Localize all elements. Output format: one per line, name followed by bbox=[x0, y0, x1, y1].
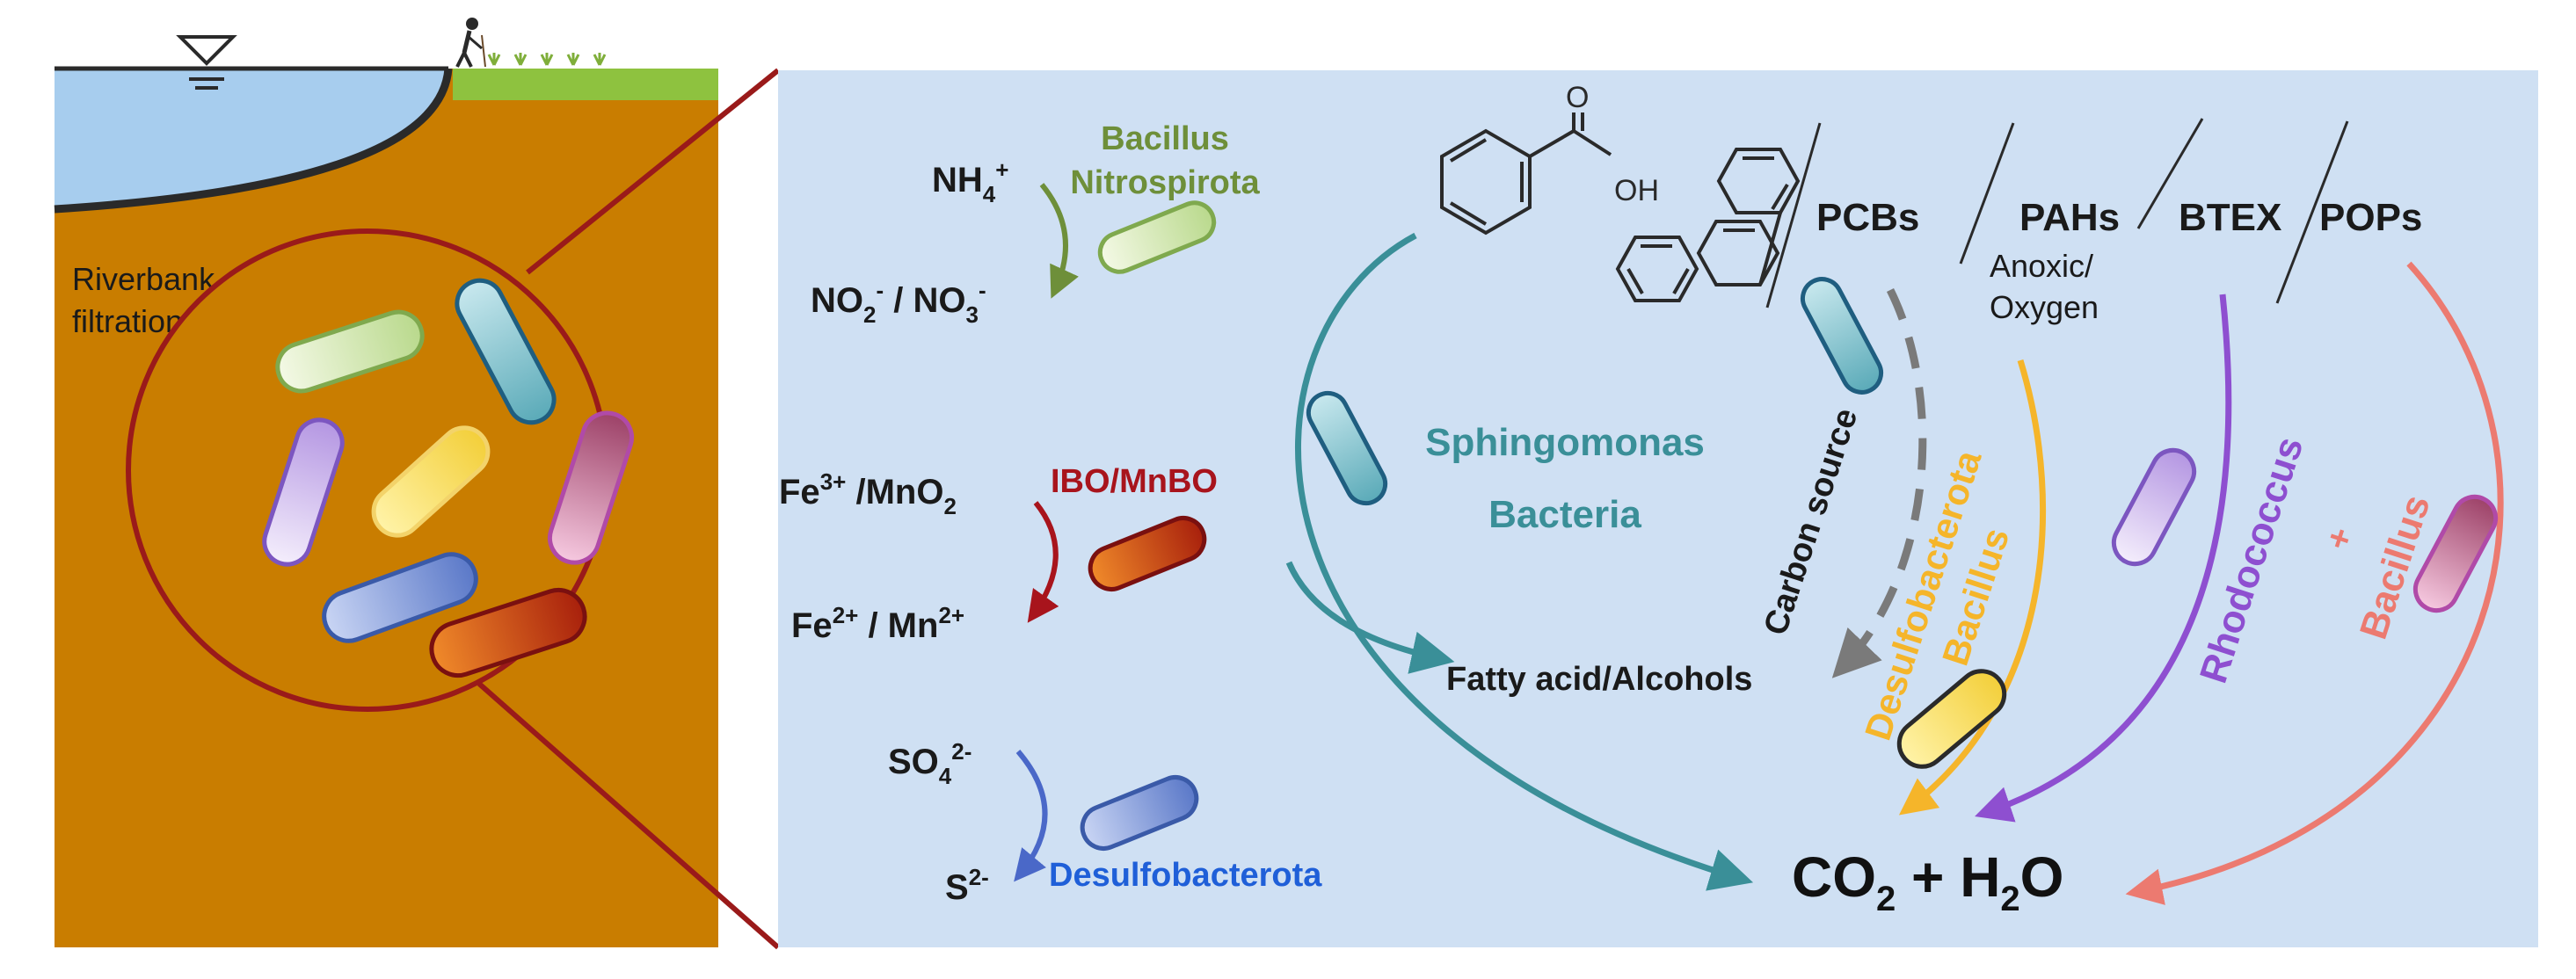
fe2-mn2-label: Fe2+ / Mn2+ bbox=[791, 602, 964, 645]
bacterium-orange bbox=[429, 587, 587, 678]
divider-2 bbox=[1959, 122, 2015, 265]
btex-label: BTEX bbox=[2179, 196, 2281, 239]
rhodococcus-arrow bbox=[1975, 294, 2232, 823]
bacillus-label: Bacillus bbox=[1101, 120, 1229, 157]
river-water bbox=[55, 69, 448, 209]
fe3-mno2-label: Fe3+ /MnO2 bbox=[779, 468, 957, 519]
bacterium-pcb-degrader bbox=[1800, 277, 1884, 395]
grass-strip bbox=[453, 69, 718, 100]
nitrospirota-label: Nitrospirota bbox=[1070, 164, 1260, 201]
bacterium-magenta bbox=[547, 410, 635, 565]
phenanthrene-structure bbox=[1615, 148, 1801, 302]
nitrification-arrow bbox=[1039, 183, 1079, 299]
bacillus-pops-arrow bbox=[2125, 261, 2504, 905]
desulfobacterota-label: Desulfobacterota bbox=[1049, 857, 1322, 894]
zoom-line-bottom bbox=[477, 681, 780, 950]
benzoic-acid-structure bbox=[1440, 112, 1612, 236]
iron-reduction-arrow bbox=[1027, 501, 1059, 623]
divider-4 bbox=[2275, 120, 2349, 304]
bacterium-iron-reducer bbox=[1088, 516, 1207, 591]
zoom-line-top bbox=[526, 68, 780, 275]
s2-label: S2- bbox=[945, 864, 989, 907]
bacterium-yellow bbox=[371, 425, 491, 538]
bacterium-sphingomonas bbox=[1306, 390, 1388, 506]
riverbed-line bbox=[54, 68, 453, 214]
pops-label: POPs bbox=[2319, 196, 2422, 239]
plants-icon bbox=[487, 53, 607, 66]
bacteria-label: Bacteria bbox=[1488, 493, 1641, 536]
sulfate-reduction-arrow bbox=[1014, 750, 1048, 882]
divider-1 bbox=[1765, 122, 1822, 308]
oxygen-label: Oxygen bbox=[1990, 289, 2099, 325]
carbonyl-o-label: O bbox=[1566, 81, 1589, 114]
sphingomonas-label: Sphingomonas bbox=[1425, 421, 1705, 464]
co2-h2o-label: CO2 + H2O bbox=[1792, 845, 2063, 918]
bacterium-teal bbox=[455, 278, 557, 425]
nh4-label: NH4+ bbox=[932, 156, 1008, 207]
bacterium-purple bbox=[262, 417, 345, 567]
ibo-mnbo-label: IBO/MnBO bbox=[1051, 463, 1218, 500]
riverbank-label-line1: Riverbank bbox=[72, 261, 215, 297]
bacterium-green bbox=[275, 309, 425, 394]
divider-3 bbox=[2136, 118, 2204, 229]
no2-no3-label: NO2- / NO3- bbox=[811, 277, 986, 328]
riverbank-label-line2: filtration bbox=[72, 303, 183, 339]
bacterium-blue bbox=[322, 552, 478, 643]
pahs-label: PAHs bbox=[2019, 196, 2120, 239]
oh-label: OH bbox=[1614, 174, 1659, 207]
pcbs-label: PCBs bbox=[1816, 196, 1919, 239]
anoxic-label: Anoxic/ bbox=[1990, 248, 2093, 284]
bacterium-pops-degrader bbox=[2412, 494, 2499, 613]
bacterium-nitrifier bbox=[1097, 200, 1217, 274]
fatty-acid-alcohols-label: Fatty acid/Alcohols bbox=[1446, 661, 1752, 698]
person-icon bbox=[455, 18, 486, 68]
bacterium-pah-degrader bbox=[1896, 669, 2007, 769]
so4-label: SO42- bbox=[888, 738, 971, 789]
desulfobacterota-arrow bbox=[1898, 359, 2047, 816]
sphingomonas-mineralization-arrow bbox=[1295, 232, 1754, 891]
bacterium-btex-degrader bbox=[2111, 447, 2197, 567]
bacterium-sulfate-reducer bbox=[1080, 775, 1199, 851]
water-level-icon bbox=[176, 35, 237, 90]
processes-panel bbox=[778, 70, 2538, 947]
sphingomonas-fatty-acid-arrow bbox=[1285, 561, 1455, 674]
